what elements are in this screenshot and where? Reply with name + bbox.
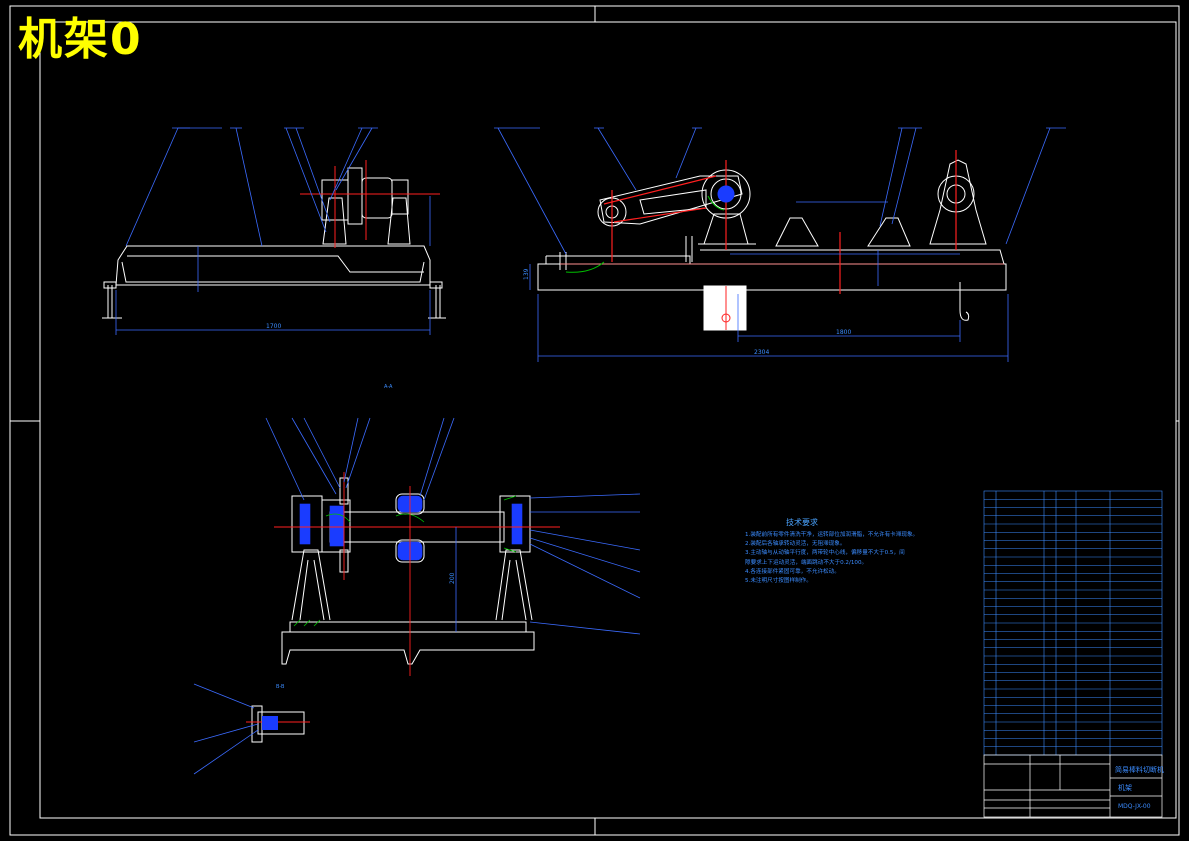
sheet-frame	[9, 5, 1180, 836]
dim-right-height: 139	[523, 268, 530, 280]
right-front-view	[537, 159, 1007, 331]
tech-note-line: 1.装配前所有零件清洗干净，运转部位加润滑脂，不允许有卡滞现象。	[745, 532, 919, 538]
parts-list	[983, 490, 1163, 756]
dim-left-length: 1700	[266, 323, 281, 330]
section-a-a-dimensions	[265, 417, 641, 635]
right-view-dimensions	[494, 127, 1066, 362]
left-side-view	[102, 160, 446, 319]
tech-notes-heading: 技术要求	[786, 518, 818, 527]
tech-note-line: 5.未注明尺寸按图样制作。	[745, 578, 812, 585]
section-b-b-blue	[262, 716, 278, 730]
section-a-a-centerlines	[274, 472, 560, 676]
title-block-part-name: 机架	[1118, 783, 1132, 792]
title-block-code: MDQ-JX-00	[1118, 803, 1151, 810]
right-view-hatch	[565, 195, 725, 273]
dim-right-span: 1800	[836, 329, 851, 336]
label-section-b-b: B-B	[276, 684, 285, 690]
title-block	[983, 754, 1163, 818]
section-b-b-leaders	[193, 683, 259, 775]
dim-section-height: 200	[449, 572, 456, 584]
tech-note-line: 4.各连接部件紧固可靠，不允许松动。	[745, 568, 840, 575]
tech-note-line: 隙要求上下运动灵活，端面跳动不大于0.2/100。	[745, 559, 868, 566]
section-a-a-hatch	[293, 495, 517, 627]
dim-right-total: 2304	[754, 349, 769, 356]
section-a-a-blue-fill	[299, 495, 523, 561]
right-view-blue-details	[717, 185, 735, 203]
tech-note-line: 2.装配后各轴承转动灵活，无阻滞现象。	[745, 541, 846, 548]
drawing-title: 机架0	[18, 14, 143, 65]
right-view-belt	[560, 150, 1004, 294]
tech-notes: 1.装配前所有零件清洗干净，运转部位加润滑脂，不允许有卡滞现象。 2.装配后各轴…	[745, 531, 925, 586]
title-block-drawing-name: 简易棒料切断机	[1115, 765, 1164, 774]
tech-note-line: 3.主动轴与从动轴平行度，两带轮中心线，偏移量不大于0.5，间	[745, 550, 905, 557]
label-section-a-a: A-A	[384, 384, 393, 390]
left-view-dimensions	[115, 127, 431, 335]
